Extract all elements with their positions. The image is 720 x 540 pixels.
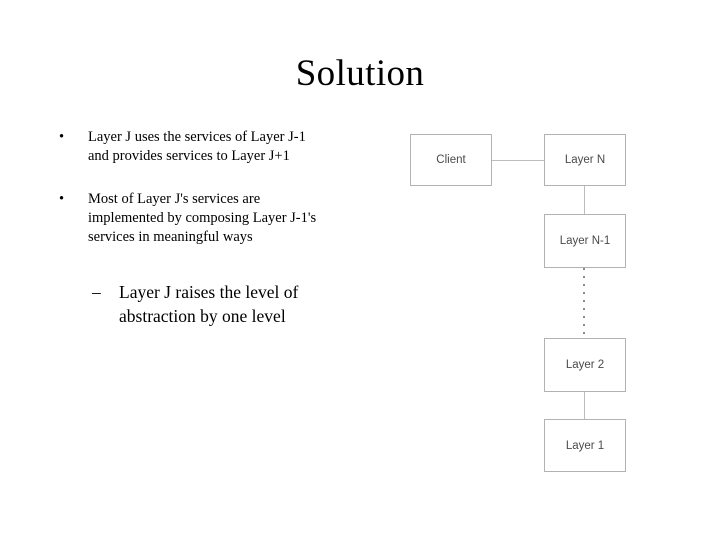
node-layer-n[interactable]: Layer N (544, 134, 626, 186)
node-layer-1[interactable]: Layer 1 (544, 419, 626, 472)
sub-bullet-line: Layer J raises the level of (119, 282, 299, 302)
bullet-line: implemented by composing Layer J-1's (88, 210, 317, 226)
dash-marker-icon: – (92, 282, 101, 302)
bullet-text-1: Layer J uses the services of Layer J-1 a… (88, 128, 385, 166)
sub-bullet-list: – Layer J raises the level of abstractio… (92, 280, 392, 328)
connector-layer-n-to-layer-n-1 (584, 186, 585, 214)
bullet-marker-icon: • (59, 191, 65, 207)
connector-layer-n-1-to-layer-2-dotted (583, 268, 585, 338)
layer-diagram: Client Layer N Layer N-1 Layer 2 Layer 1 (400, 120, 700, 500)
bullet-item-1: • Layer J uses the services of Layer J-1… (55, 128, 385, 166)
bullet-line: services in meaningful ways (88, 229, 253, 245)
bullet-item-2: • Most of Layer J's services are impleme… (55, 190, 385, 247)
sub-bullet-line: abstraction by one level (119, 306, 286, 326)
node-client[interactable]: Client (410, 134, 492, 186)
bullet-line: and provides services to Layer J+1 (88, 148, 290, 164)
node-label: Client (436, 154, 466, 166)
node-label: Layer N (564, 154, 606, 166)
page-title: Solution (295, 53, 425, 94)
bullet-list: • Layer J uses the services of Layer J-1… (55, 128, 385, 271)
bullet-marker-icon: • (59, 129, 65, 145)
bullet-line: Layer J uses the services of Layer J-1 (88, 129, 306, 145)
connector-client-to-layer-n (492, 160, 544, 161)
bullet-line: Most of Layer J's services are (88, 191, 261, 207)
node-layer-n-1[interactable]: Layer N-1 (544, 214, 626, 268)
sub-bullet-item-1: – Layer J raises the level of abstractio… (92, 280, 392, 328)
connector-layer-2-to-layer-1 (584, 392, 585, 419)
bullet-text-2: Most of Layer J's services are implement… (88, 190, 385, 247)
node-label: Layer 1 (565, 439, 605, 452)
sub-bullet-text-1: Layer J raises the level of abstraction … (119, 280, 392, 328)
node-label: Layer N-1 (559, 235, 611, 247)
node-layer-2[interactable]: Layer 2 (544, 338, 626, 392)
node-label: Layer 2 (565, 359, 605, 371)
